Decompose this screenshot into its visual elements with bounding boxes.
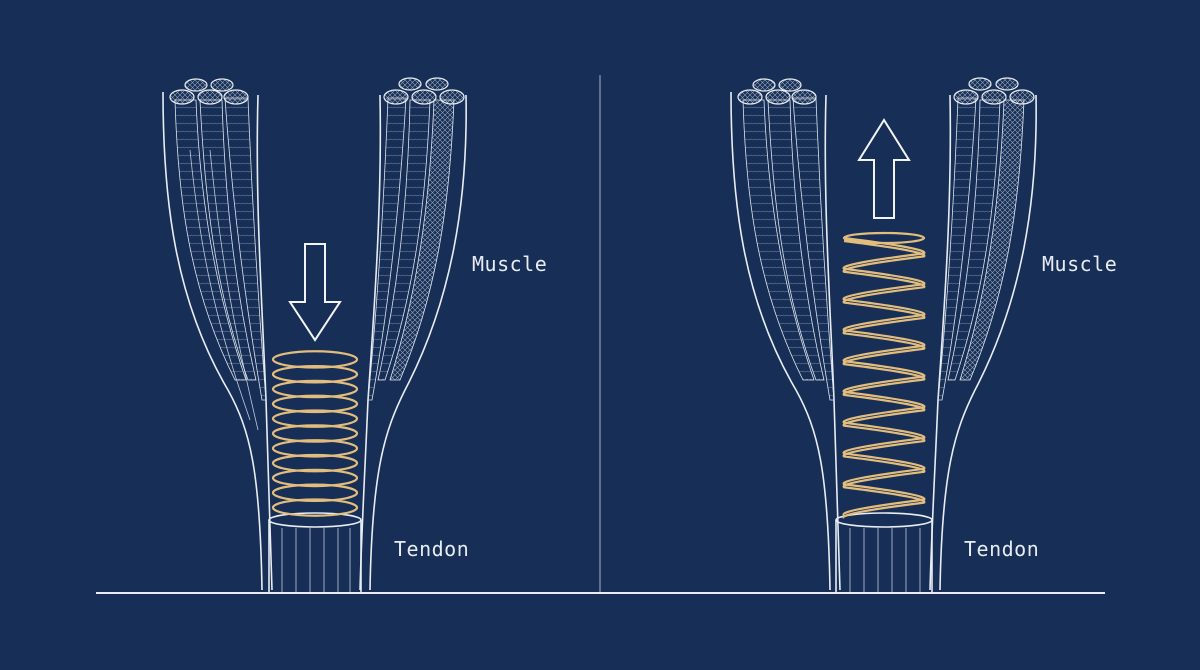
spring-coil	[271, 468, 359, 488]
muscle-bundle-right-a	[730, 78, 841, 591]
spring-coil	[842, 236, 926, 516]
spring-coil	[271, 453, 359, 473]
spring-coil	[271, 424, 359, 443]
arrow-down-icon	[288, 243, 342, 342]
panel-compressed: Muscle Tendon	[162, 77, 547, 592]
spring-coil	[271, 439, 359, 458]
muscle-label: Muscle	[1042, 252, 1117, 276]
spring-coil	[271, 379, 359, 399]
spring-coil	[271, 350, 359, 369]
tendon-right	[835, 512, 933, 592]
panel-extended: Muscle Tendon	[730, 77, 1117, 592]
spring-coil	[271, 483, 359, 503]
tendon-label: Tendon	[964, 537, 1039, 561]
spring-compressed	[271, 350, 359, 517]
spring-coil	[271, 498, 359, 517]
spring-extended	[842, 231, 926, 519]
muscle-bundle-right-b	[929, 77, 1037, 591]
tendon-label: Tendon	[394, 537, 469, 561]
tendon-left	[268, 512, 362, 592]
arrow-up-icon	[857, 118, 911, 219]
muscle-bundle-left-b	[359, 77, 467, 591]
muscle-bundle-left-a	[162, 78, 273, 591]
muscle-label: Muscle	[472, 252, 547, 276]
spring-coil	[842, 239, 926, 519]
spring-coil	[271, 364, 359, 384]
spring-coil	[271, 409, 359, 428]
spring-coil	[271, 394, 359, 414]
